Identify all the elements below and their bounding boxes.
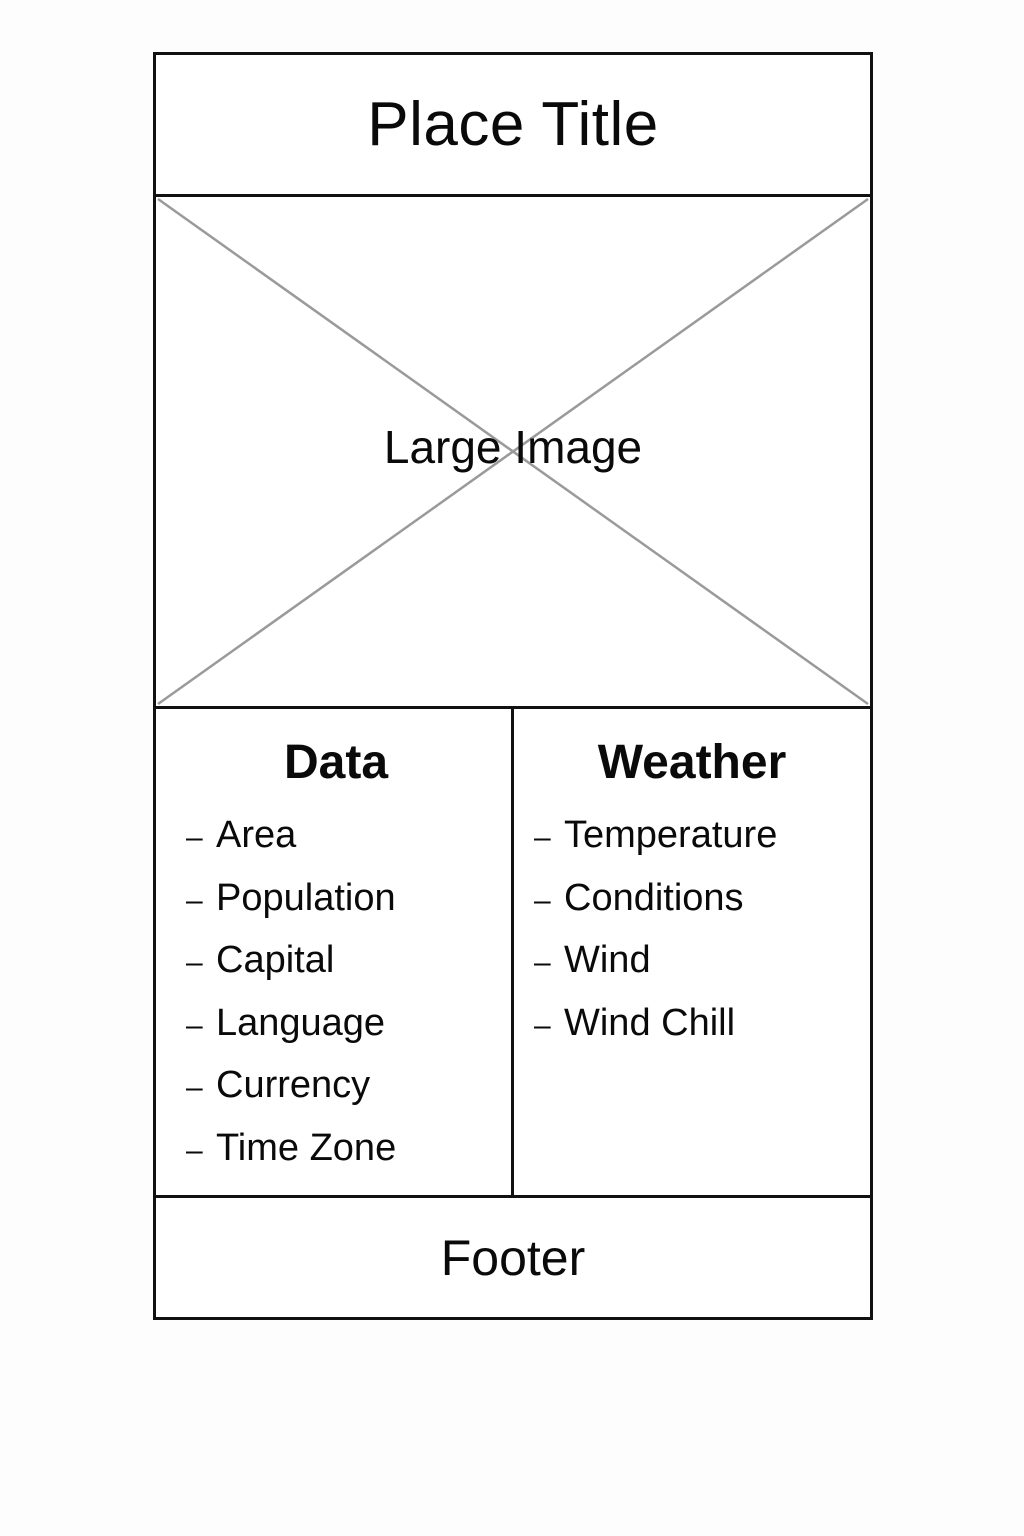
data-item-capital: Capital (216, 939, 335, 981)
data-item-currency: Currency (216, 1064, 371, 1106)
data-list: –Area –Population –Capital –Language –Cu… (186, 813, 396, 1188)
page-title: Place Title (367, 90, 659, 159)
data-column: Data –Area –Population –Capital –Languag… (156, 709, 514, 1195)
list-item: –Conditions (534, 876, 777, 939)
wireframe-page: Place Title Large Image Data –Area –Popu… (153, 52, 873, 1320)
list-item: –Capital (186, 938, 396, 1001)
list-item: –Language (186, 1001, 396, 1064)
image-placeholder-cross (157, 197, 869, 706)
dash-icon: – (534, 821, 551, 854)
weather-item-conditions: Conditions (564, 876, 744, 919)
dash-icon: – (186, 1071, 203, 1104)
data-heading: Data (283, 736, 389, 789)
dash-icon: – (186, 1133, 203, 1167)
dash-icon: – (186, 821, 203, 854)
dash-icon: – (534, 946, 551, 979)
data-item-time-zone: Time Zone (216, 1126, 397, 1169)
title-section: Place Title (156, 55, 870, 197)
list-item: –Wind Chill (534, 1001, 777, 1064)
weather-item-wind: Wind (564, 939, 651, 981)
image-label: Large Image (383, 420, 643, 473)
dash-icon: – (186, 883, 203, 917)
list-item: –Area (186, 813, 396, 876)
footer-section: Footer (156, 1198, 870, 1317)
dash-icon: – (534, 883, 551, 917)
list-item: –Temperature (534, 813, 777, 876)
weather-item-temperature: Temperature (564, 814, 778, 856)
list-item: –Time Zone (186, 1126, 396, 1189)
footer-label: Footer (440, 1229, 586, 1286)
dash-icon: – (534, 1008, 551, 1042)
image-label-wrap: Large Image (156, 197, 870, 706)
list-item: –Currency (186, 1063, 396, 1126)
list-item: –Population (186, 876, 396, 939)
weather-heading: Weather (597, 736, 787, 789)
large-image-placeholder: Large Image (156, 197, 870, 709)
dash-icon: – (186, 946, 203, 979)
list-item: –Wind (534, 938, 777, 1001)
dash-icon: – (186, 1008, 203, 1042)
weather-item-wind-chill: Wind Chill (564, 1001, 736, 1044)
weather-list: –Temperature –Conditions –Wind –Wind Chi… (534, 813, 777, 1063)
weather-column: Weather –Temperature –Conditions –Wind –… (514, 709, 870, 1195)
data-item-area: Area (216, 814, 297, 856)
data-item-population: Population (216, 876, 396, 919)
info-columns: Data –Area –Population –Capital –Languag… (156, 709, 870, 1198)
data-item-language: Language (216, 1001, 386, 1044)
